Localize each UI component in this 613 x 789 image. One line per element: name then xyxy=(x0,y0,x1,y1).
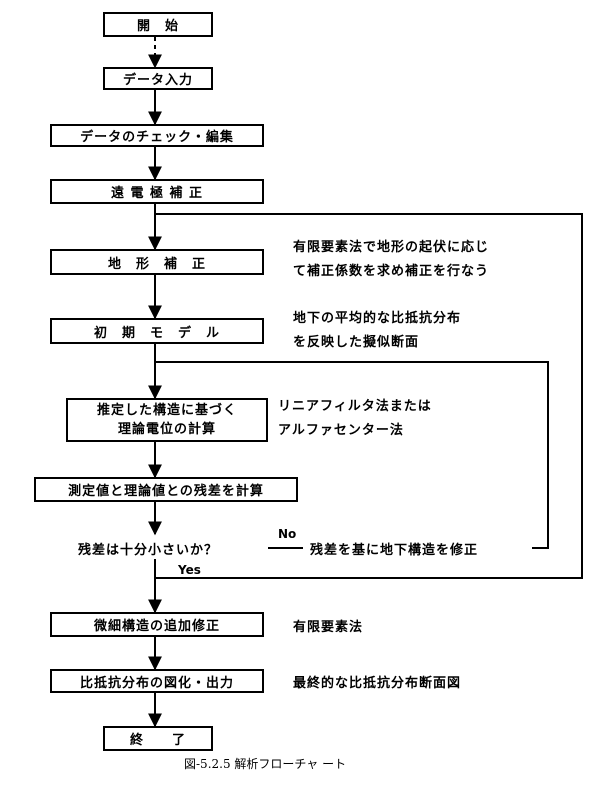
yes-label: Yes xyxy=(178,563,201,577)
model-note-line2: を反映した擬似断面 xyxy=(293,335,420,350)
terrain-note-line2: て補正係数を求め補正を行なう xyxy=(293,264,490,279)
compute-note-line1: リニアフィルタ法または xyxy=(278,399,432,414)
model-note-line1: 地下の平均的な比抵抗分布 xyxy=(293,311,462,326)
initial-model-box: 初 期 モ デ ル xyxy=(50,318,264,344)
figure-caption: 図-5.2.5 解析フローチャ ート xyxy=(184,757,347,771)
electrode-correction-box: 遠 電 極 補 正 xyxy=(50,179,264,204)
end-box: 終 了 xyxy=(103,726,213,751)
start-box: 開 始 xyxy=(103,12,213,37)
terrain-note-line1: 有限要素法で地形の起伏に応じ xyxy=(293,240,490,255)
decision-text: 残差は十分小さいか？ xyxy=(78,543,219,558)
modify-structure-text: 残差を基に地下構造を修正 xyxy=(310,543,479,558)
compute-potential-line1: 推定した構造に基づく xyxy=(96,403,237,418)
compute-note-line2: アルファセンター法 xyxy=(278,423,404,438)
compute-note: リニアフィルタ法または アルファセンター法 xyxy=(278,395,432,443)
model-note: 地下の平均的な比抵抗分布 を反映した擬似断面 xyxy=(293,307,461,355)
compute-potential-box: 推定した構造に基づく 理論電位の計算 xyxy=(66,398,268,442)
compute-potential-line2: 理論電位の計算 xyxy=(117,422,216,437)
terrain-correction-box: 地 形 補 正 xyxy=(50,249,264,275)
terrain-note: 有限要素法で地形の起伏に応じ て補正係数を求め補正を行なう xyxy=(293,236,489,284)
no-label: No xyxy=(278,527,297,541)
output-box: 比抵抗分布の図化・出力 xyxy=(50,669,264,693)
data-check-box: データのチェック・編集 xyxy=(50,124,264,147)
fine-correction-box: 微細構造の追加修正 xyxy=(50,612,264,637)
loop-back-line-yes xyxy=(155,213,583,579)
residual-box: 測定値と理論値との残差を計算 xyxy=(34,477,298,502)
output-note: 最終的な比抵抗分布断面図 xyxy=(293,676,462,691)
fine-note: 有限要素法 xyxy=(293,620,364,635)
loop-back-line-residual xyxy=(155,361,549,549)
data-input-box: データ入力 xyxy=(103,67,213,90)
